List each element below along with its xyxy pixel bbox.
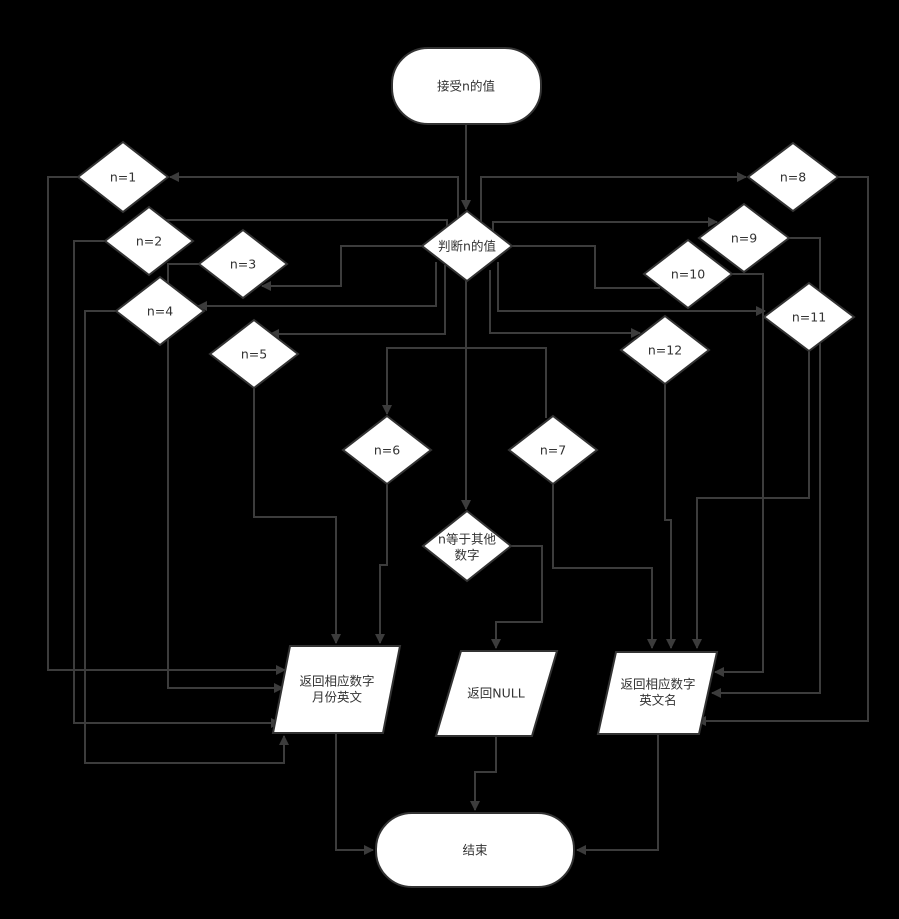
case-n9: n=9 (697, 202, 791, 274)
connector-n1-month (47, 176, 286, 675)
connector-n4-month (84, 310, 289, 764)
connector-n3-month (167, 263, 284, 693)
case-n3: n=3 (197, 228, 289, 300)
start-node: 接受n的值 (391, 47, 542, 125)
case-label: n=4 (147, 304, 173, 319)
case-label: n=11 (792, 310, 826, 325)
case-other: n等于其他 数字 (421, 509, 513, 583)
output-month-name: 返回相应数字 月份英文 (271, 645, 402, 734)
connector-english-end (576, 734, 659, 855)
end-label: 结束 (462, 843, 488, 858)
start-label: 接受n的值 (437, 79, 495, 94)
connector-n7-english (552, 484, 657, 649)
connector-n9-english (711, 237, 821, 698)
connectors (47, 124, 869, 855)
connector-other-null (491, 545, 543, 649)
connector-decision-n5 (269, 265, 446, 339)
decision-label: 判断n的值 (438, 239, 496, 254)
case-label: n=6 (374, 443, 400, 458)
case-n1: n=1 (76, 140, 170, 214)
output-label: 返回NULL (467, 686, 524, 701)
case-n8: n=8 (746, 141, 840, 213)
case-n6: n=6 (341, 414, 433, 486)
case-label: 数字 (454, 548, 479, 563)
connector-decision-n11 (497, 262, 766, 316)
case-n10: n=10 (642, 238, 734, 310)
connector-decision-n2 (166, 219, 448, 230)
output-null: 返回NULL (434, 650, 559, 737)
case-label: n=3 (230, 257, 256, 272)
decision-node: 判断n的值 (420, 209, 514, 283)
case-label: n=5 (241, 347, 267, 362)
connector-n8-english (696, 176, 869, 726)
connector-month-end (335, 733, 374, 855)
output-label: 返回相应数字 (299, 674, 374, 689)
case-n4: n=4 (114, 275, 206, 347)
connector-decision-n4 (197, 262, 437, 311)
case-n11: n=11 (762, 281, 856, 353)
case-label: n=10 (671, 267, 705, 282)
case-label: n=2 (136, 234, 162, 249)
case-label: n=12 (648, 343, 682, 358)
output-label: 月份英文 (312, 690, 363, 705)
connector-null-end (470, 736, 497, 811)
connector-decision-n3 (261, 245, 422, 291)
connector-decision-n7 (466, 347, 547, 418)
case-label: n=9 (731, 231, 757, 246)
case-label: n=7 (540, 443, 566, 458)
connector-n12-english (664, 384, 676, 649)
case-n12: n=12 (619, 314, 711, 386)
connector-decision-n9 (492, 217, 718, 238)
connector-decision-n12 (489, 270, 641, 338)
connector-decision-n10 (512, 245, 660, 289)
output-label: 返回相应数字 (620, 677, 695, 692)
connector-decision-n6 (382, 281, 467, 415)
connector-n5-month (253, 388, 341, 644)
connector-n10-english (714, 273, 764, 677)
end-node: 结束 (375, 812, 575, 888)
output-label: 英文名 (639, 693, 677, 708)
case-n5: n=5 (208, 318, 300, 390)
case-label: n等于其他 (438, 532, 496, 547)
case-n7: n=7 (507, 414, 599, 486)
connector-n2-month (73, 240, 281, 728)
connector-decision-n8 (480, 172, 747, 222)
output-english-name: 返回相应数字 英文名 (596, 651, 719, 735)
connector-n11-english (692, 351, 810, 649)
case-label: n=1 (110, 170, 136, 185)
connector-n6-month (375, 484, 388, 644)
connector-decision-n1 (169, 172, 459, 222)
case-label: n=8 (780, 170, 806, 185)
case-n2: n=2 (103, 205, 195, 277)
